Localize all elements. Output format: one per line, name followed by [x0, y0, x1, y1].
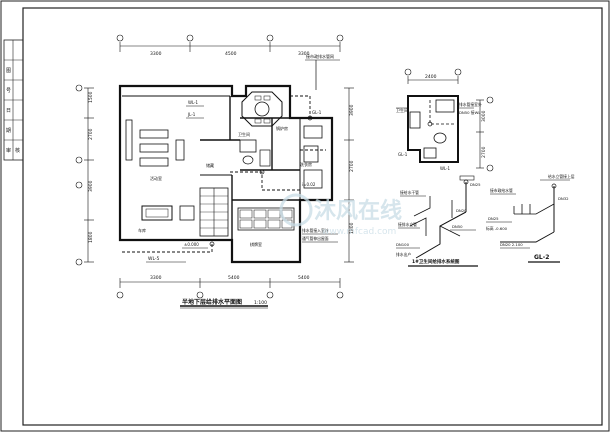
- iso1-label-a: 接给水干管: [400, 190, 419, 195]
- plan-title: 半地下层给排水平面图: [182, 298, 242, 306]
- dim-left-1: 1500: [88, 91, 94, 103]
- label-room-parking: 车库: [138, 227, 146, 233]
- label-boiler: 锅炉房: [276, 125, 288, 131]
- title-cell-2: 号: [6, 88, 11, 94]
- watermark: 沐风在线 www.mfcad.com: [279, 193, 402, 237]
- detail-note-1: 排水管接室外: [459, 102, 482, 107]
- title-cell-5: 审: [6, 147, 11, 154]
- watermark-sub: www.mfcad.com: [322, 227, 396, 237]
- dim-left-3: 3900: [88, 180, 94, 192]
- label-note-vent: 通气管伸出屋面: [302, 236, 329, 241]
- label-toilet: 卫生间: [238, 131, 250, 137]
- label-wl1: WL-1: [188, 100, 199, 105]
- title-block: 图 号 日 期 审 核: [3, 39, 24, 161]
- dim-top-1: 3300: [150, 51, 162, 57]
- label-floor-elev: ±0.000: [184, 242, 199, 247]
- floor-plan: [75, 34, 354, 309]
- detail-gl-tag: GL-1: [398, 152, 408, 157]
- isometric-system-2-labels: 给水立管接上层 DN32 接市政给水管 DN25 标高 -0.600 DN20 …: [486, 174, 575, 261]
- label-wl5: WL-5: [148, 256, 160, 262]
- dim-right-3: 1800: [349, 222, 355, 234]
- dim-bottom-3: 5400: [298, 275, 310, 281]
- title-cell-3: 日: [6, 108, 11, 114]
- label-lift-pump: 接市政排水管网: [306, 53, 334, 59]
- iso1-label-g: 排水出户: [396, 252, 411, 257]
- iso1-label-e: DN50: [452, 224, 463, 229]
- dim-left-2: 2700: [88, 128, 94, 140]
- iso1-title: 1#卫生间给排水系统图: [412, 258, 460, 265]
- dim-bottom-1: 3300: [150, 275, 162, 281]
- dim-top-3: 3300: [298, 51, 310, 57]
- label-room-game: 棋牌室: [250, 241, 262, 247]
- dim-right-1: 3900: [349, 104, 355, 116]
- title-cell-6: 核: [15, 147, 20, 154]
- label-jl1: JL-1: [187, 112, 196, 117]
- watermark-text: 沐风在线: [314, 198, 402, 224]
- title-cell-1: 图: [6, 68, 11, 74]
- iso2-title: GL-2: [534, 254, 549, 261]
- label-room-living: 活动室: [150, 175, 162, 181]
- isometric-system-2: [486, 179, 570, 263]
- dim-right-2: 2700: [349, 160, 355, 172]
- detail-room: 卫生间: [396, 107, 408, 113]
- floor-plan-labels: 3300 4500 3300 3300 5400 5400 1500 2700 …: [88, 51, 355, 306]
- iso1-label-d: 接排水立管: [398, 222, 417, 227]
- iso1-label-f: DN100: [396, 242, 410, 247]
- inner-border: [22, 7, 603, 426]
- isometric-system-1-labels: 接给水干管 DN25 DN20 接排水立管 DN50 DN100 排水出户 1#…: [396, 182, 481, 265]
- label-slope: i=0.02: [302, 182, 316, 187]
- detail-wl-tag: WL-1: [440, 166, 451, 171]
- iso2-label-a: 给水立管接上层: [548, 174, 575, 179]
- iso1-label-b: DN25: [470, 182, 481, 187]
- isometric-system-1: [396, 175, 478, 267]
- label-gl1: GL-1: [312, 110, 322, 115]
- label-pipe-note: 排水管接入室外: [302, 228, 329, 233]
- bathroom-detail-labels: 2400 3000 2700 卫生间 排水管接室外 DN50 接WL GL-1 …: [396, 74, 487, 171]
- label-storage: 储藏: [206, 162, 214, 168]
- detail-dim-right-1: 3000: [481, 110, 487, 122]
- iso1-label-c: DN20: [456, 208, 467, 213]
- plan-scale: 1:100: [254, 300, 267, 306]
- detail-dim-top: 2400: [425, 74, 437, 80]
- bathroom-detail: [396, 68, 494, 172]
- title-cell-4: 期: [6, 128, 11, 134]
- detail-note-2: DN50 接WL: [459, 110, 481, 115]
- iso2-label-e: 标高 -0.600: [486, 226, 508, 231]
- iso2-label-b: DN32: [558, 196, 569, 201]
- iso2-label-d: DN25: [488, 216, 499, 221]
- dim-left-4: 1800: [88, 231, 94, 243]
- iso2-label-f: DN20 2.100: [500, 242, 523, 247]
- iso2-label-c: 接市政给水管: [490, 188, 513, 193]
- dim-top-2: 4500: [225, 51, 237, 57]
- label-laundry: 洗衣房: [300, 161, 312, 167]
- dim-bottom-2: 5400: [228, 275, 240, 281]
- detail-dim-right-2: 2700: [481, 146, 487, 158]
